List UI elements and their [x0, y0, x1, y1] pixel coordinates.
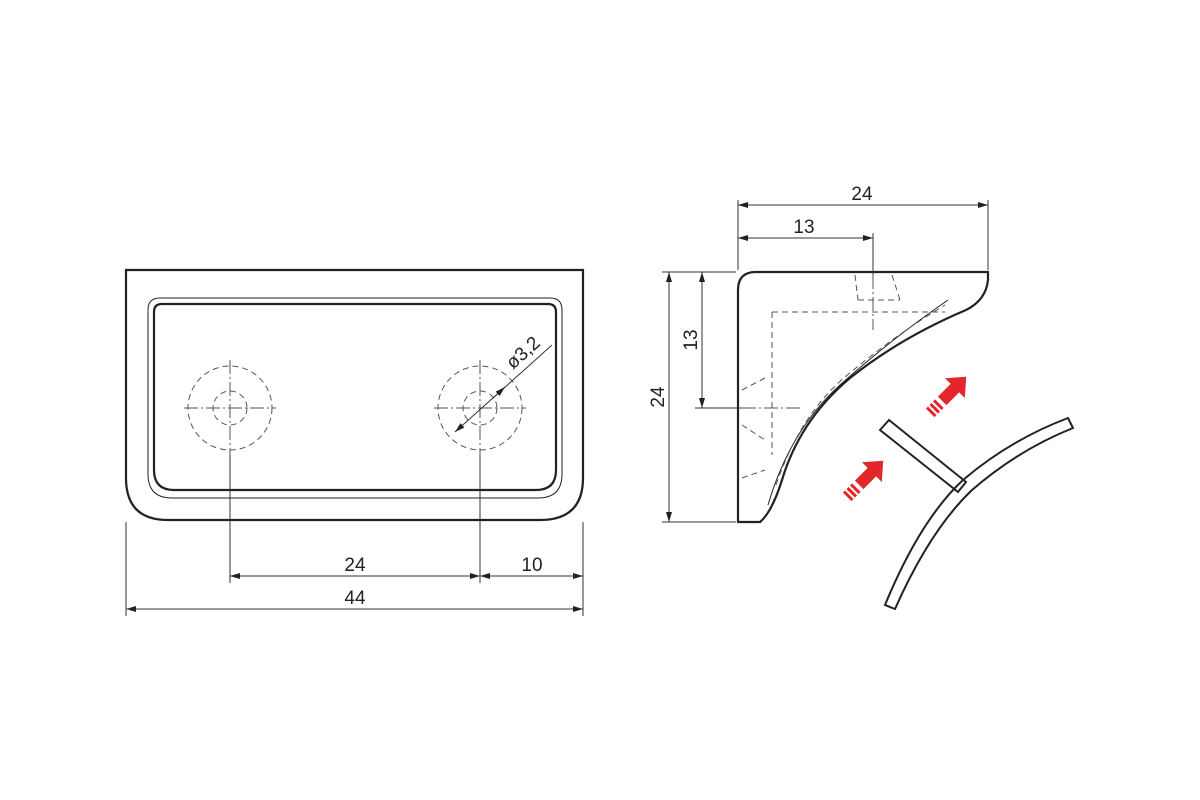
front-view: ø3,2 24 10 44	[124, 268, 585, 616]
dim-total-length: 44	[344, 588, 366, 609]
front-recess-outer	[147, 297, 563, 499]
front-recess-inner	[152, 302, 558, 492]
hole-right	[434, 360, 526, 455]
side-outline	[736, 270, 990, 524]
dim-hole-diameter: ø3,2	[502, 333, 544, 374]
dim-edge-offset: 10	[521, 555, 542, 576]
dim-hole-spacing: 24	[344, 555, 366, 576]
insert-arrow-upper-icon	[925, 376, 967, 418]
side-view: 24 13 24 13	[648, 184, 990, 524]
dim-total-height: 24	[648, 386, 669, 408]
insert-arrow-lower-icon	[842, 460, 884, 502]
curved-panel	[883, 416, 1075, 611]
dim-inner-height: 13	[681, 329, 702, 350]
dim-total-width: 24	[851, 184, 873, 205]
dim-inner-width: 13	[793, 217, 814, 238]
straight-panel	[878, 418, 968, 494]
front-outline	[124, 268, 585, 522]
hole-left	[184, 360, 276, 455]
installation-detail	[842, 376, 1075, 611]
